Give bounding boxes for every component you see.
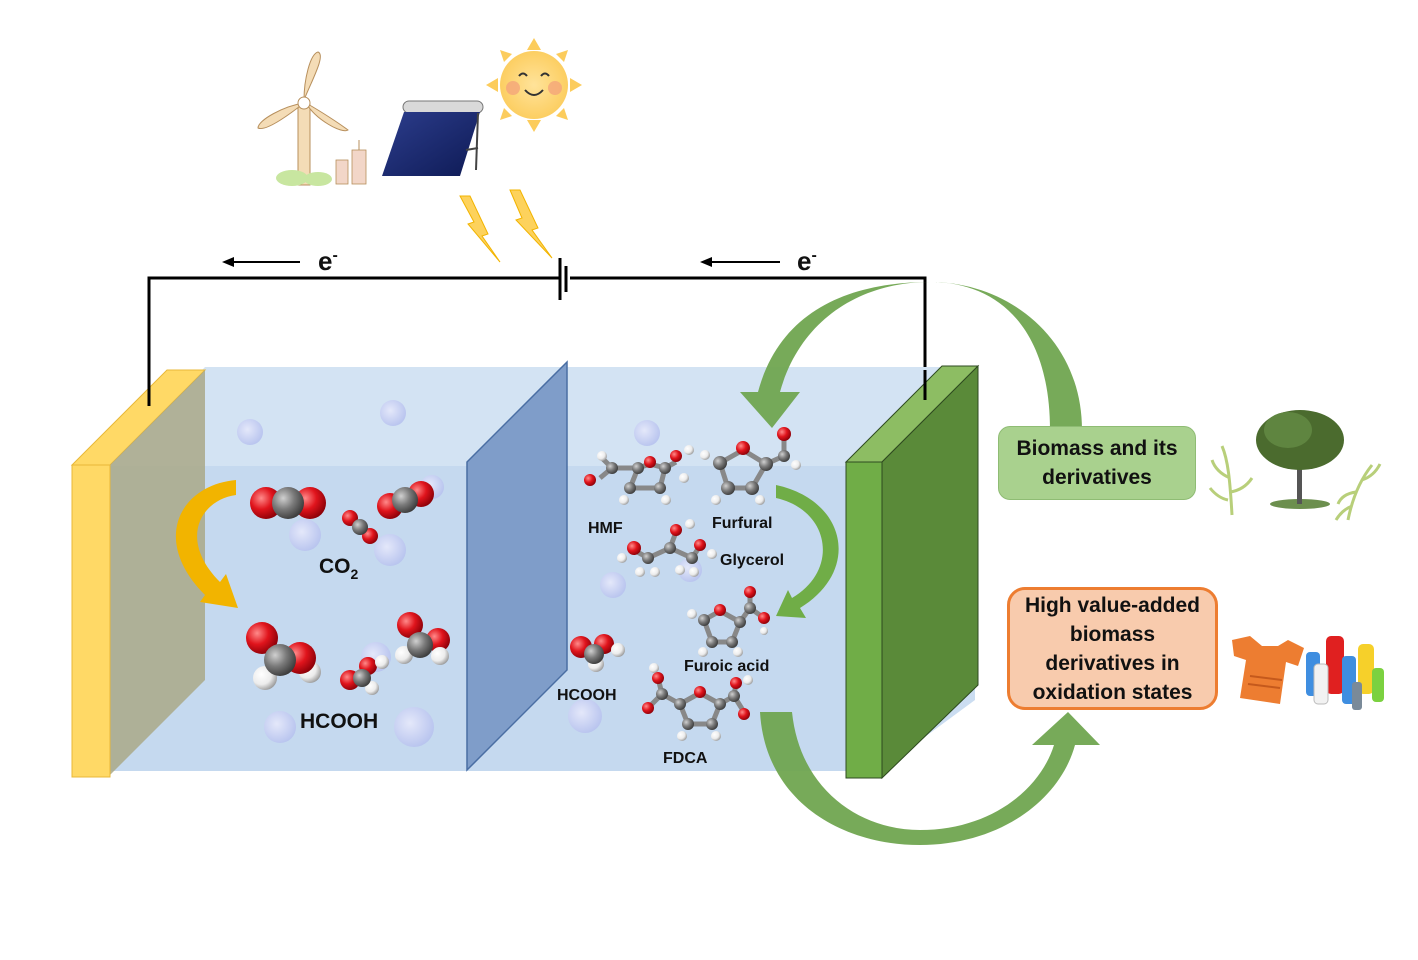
biomass-box: Biomass and its derivatives — [998, 426, 1196, 500]
glycerol-molecule — [617, 519, 717, 577]
electron-label-left: e- — [318, 246, 338, 276]
furfural-molecule — [700, 427, 801, 505]
bubbles — [237, 400, 702, 747]
furoic-acid-label: Furoic acid — [684, 658, 769, 675]
products-box: High value-added biomass derivatives in … — [1007, 587, 1218, 710]
solar-panel-icon — [382, 100, 484, 176]
anode-reaction-arrow — [776, 485, 839, 618]
hmf-label: HMF — [588, 520, 623, 537]
crop-plant-icon — [1208, 445, 1382, 521]
electron-flow-arrow-right — [700, 257, 780, 267]
hcooh-cathode-label: HCOOH — [300, 710, 378, 733]
fdca-molecule — [642, 663, 753, 741]
fdca-label: FDCA — [663, 750, 708, 767]
co2-molecules — [250, 481, 434, 544]
glycerol-label: Glycerol — [720, 552, 784, 569]
electron-flow-arrow-left — [222, 257, 300, 267]
hcooh-molecule-anode — [570, 634, 625, 672]
hcooh-anode-label: HCOOH — [557, 687, 617, 704]
cathode-electrode — [70, 369, 207, 778]
lightning-bolt-icon — [459, 189, 553, 263]
external-circuit — [147, 258, 927, 404]
hmf-molecule — [584, 445, 694, 505]
cathode-reaction-arrow — [175, 480, 238, 608]
furoic-acid-molecule — [687, 586, 770, 657]
biomass-input-arrow — [740, 282, 1082, 430]
wind-turbine-icon — [257, 51, 367, 186]
sun-icon — [486, 38, 582, 132]
product-output-arrow — [760, 712, 1100, 845]
hcooh-molecules-cathode — [246, 612, 450, 695]
plastic-bottles-icon — [1306, 636, 1384, 710]
electron-label-right: e- — [797, 246, 817, 276]
tshirt-icon — [1232, 636, 1304, 704]
tree-icon — [1256, 410, 1344, 509]
furfural-label: Furfural — [712, 515, 772, 532]
anode-electrode — [844, 364, 980, 780]
membrane — [466, 360, 568, 772]
co2-label: CO2 — [319, 555, 359, 582]
